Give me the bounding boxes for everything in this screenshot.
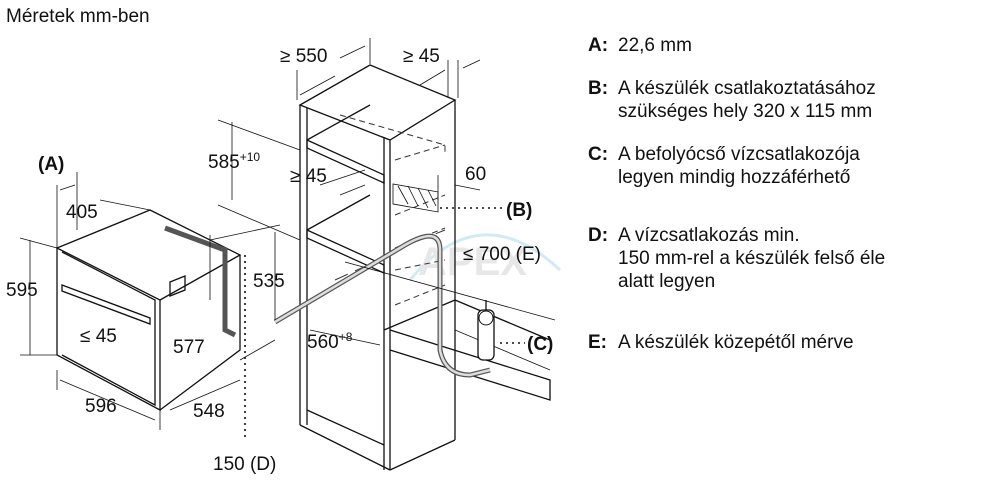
dim-door-gap: ≤ 45: [80, 326, 117, 347]
label-c: (C): [527, 334, 553, 355]
legend-text: szükséges hely 320 x 115 mm: [618, 101, 873, 122]
legend: A: 22,6 mm B: A készülék csatlakoztatásáho…: [588, 34, 885, 374]
dimension-lines: [19, 38, 556, 440]
oven-drawing: [56, 209, 242, 412]
label-a: (A): [38, 154, 64, 175]
legend-text: 150 mm-rel a készülék felső éle: [618, 248, 886, 269]
legend-key: E:: [588, 332, 607, 353]
legend-text: A készülék csatlakoztatásához: [618, 78, 876, 99]
dim-niche-depth: 560+8: [307, 330, 353, 353]
legend-text: A készülék közepétől mérve: [618, 332, 854, 353]
dim-niche-height: 585+10: [208, 150, 260, 173]
legend-key: B:: [588, 78, 609, 99]
legend-text: alatt legyen: [618, 271, 716, 292]
dim-cabinet-width: ≥ 550: [280, 46, 327, 67]
dim-oven-depth: 548: [193, 401, 225, 422]
dim-max-offset: ≤ 700 (E): [463, 244, 541, 265]
dim-oven-body-height: 577: [173, 337, 205, 358]
dim-oven-width: 596: [85, 396, 117, 417]
dim-inner-gap: ≥ 45: [290, 166, 327, 187]
dim-side-depth: 60: [465, 164, 486, 185]
label-d: 150 (D): [213, 454, 276, 475]
cabinet-drawing: [298, 64, 551, 471]
dim-oven-height: 595: [6, 280, 38, 301]
legend-text: 22,6 mm: [618, 35, 692, 56]
dim-back-gap: ≥ 45: [403, 46, 440, 67]
legend-item-e: E: A készülék közepétől mérve: [588, 331, 885, 354]
water-tap-icon: [477, 300, 495, 361]
page-title: Méretek mm-ben: [6, 6, 150, 27]
legend-text: A befolyócső vízcsatlakozója: [618, 144, 860, 165]
dim-hose-height: 535: [253, 271, 285, 292]
label-b: (B): [506, 200, 532, 221]
legend-item-d: D: A vízcsatlakozás min.150 mm-rel a kész…: [588, 224, 885, 293]
legend-text: A vízcsatlakozás min.: [618, 225, 800, 246]
dim-oven-top-depth: 405: [66, 202, 98, 223]
legend-key: A:: [588, 35, 609, 56]
legend-item-a: A: 22,6 mm: [588, 34, 885, 57]
legend-key: D:: [588, 225, 609, 246]
legend-text: legyen mindig hozzáférhető: [618, 167, 851, 188]
legend-key: C:: [588, 144, 609, 165]
